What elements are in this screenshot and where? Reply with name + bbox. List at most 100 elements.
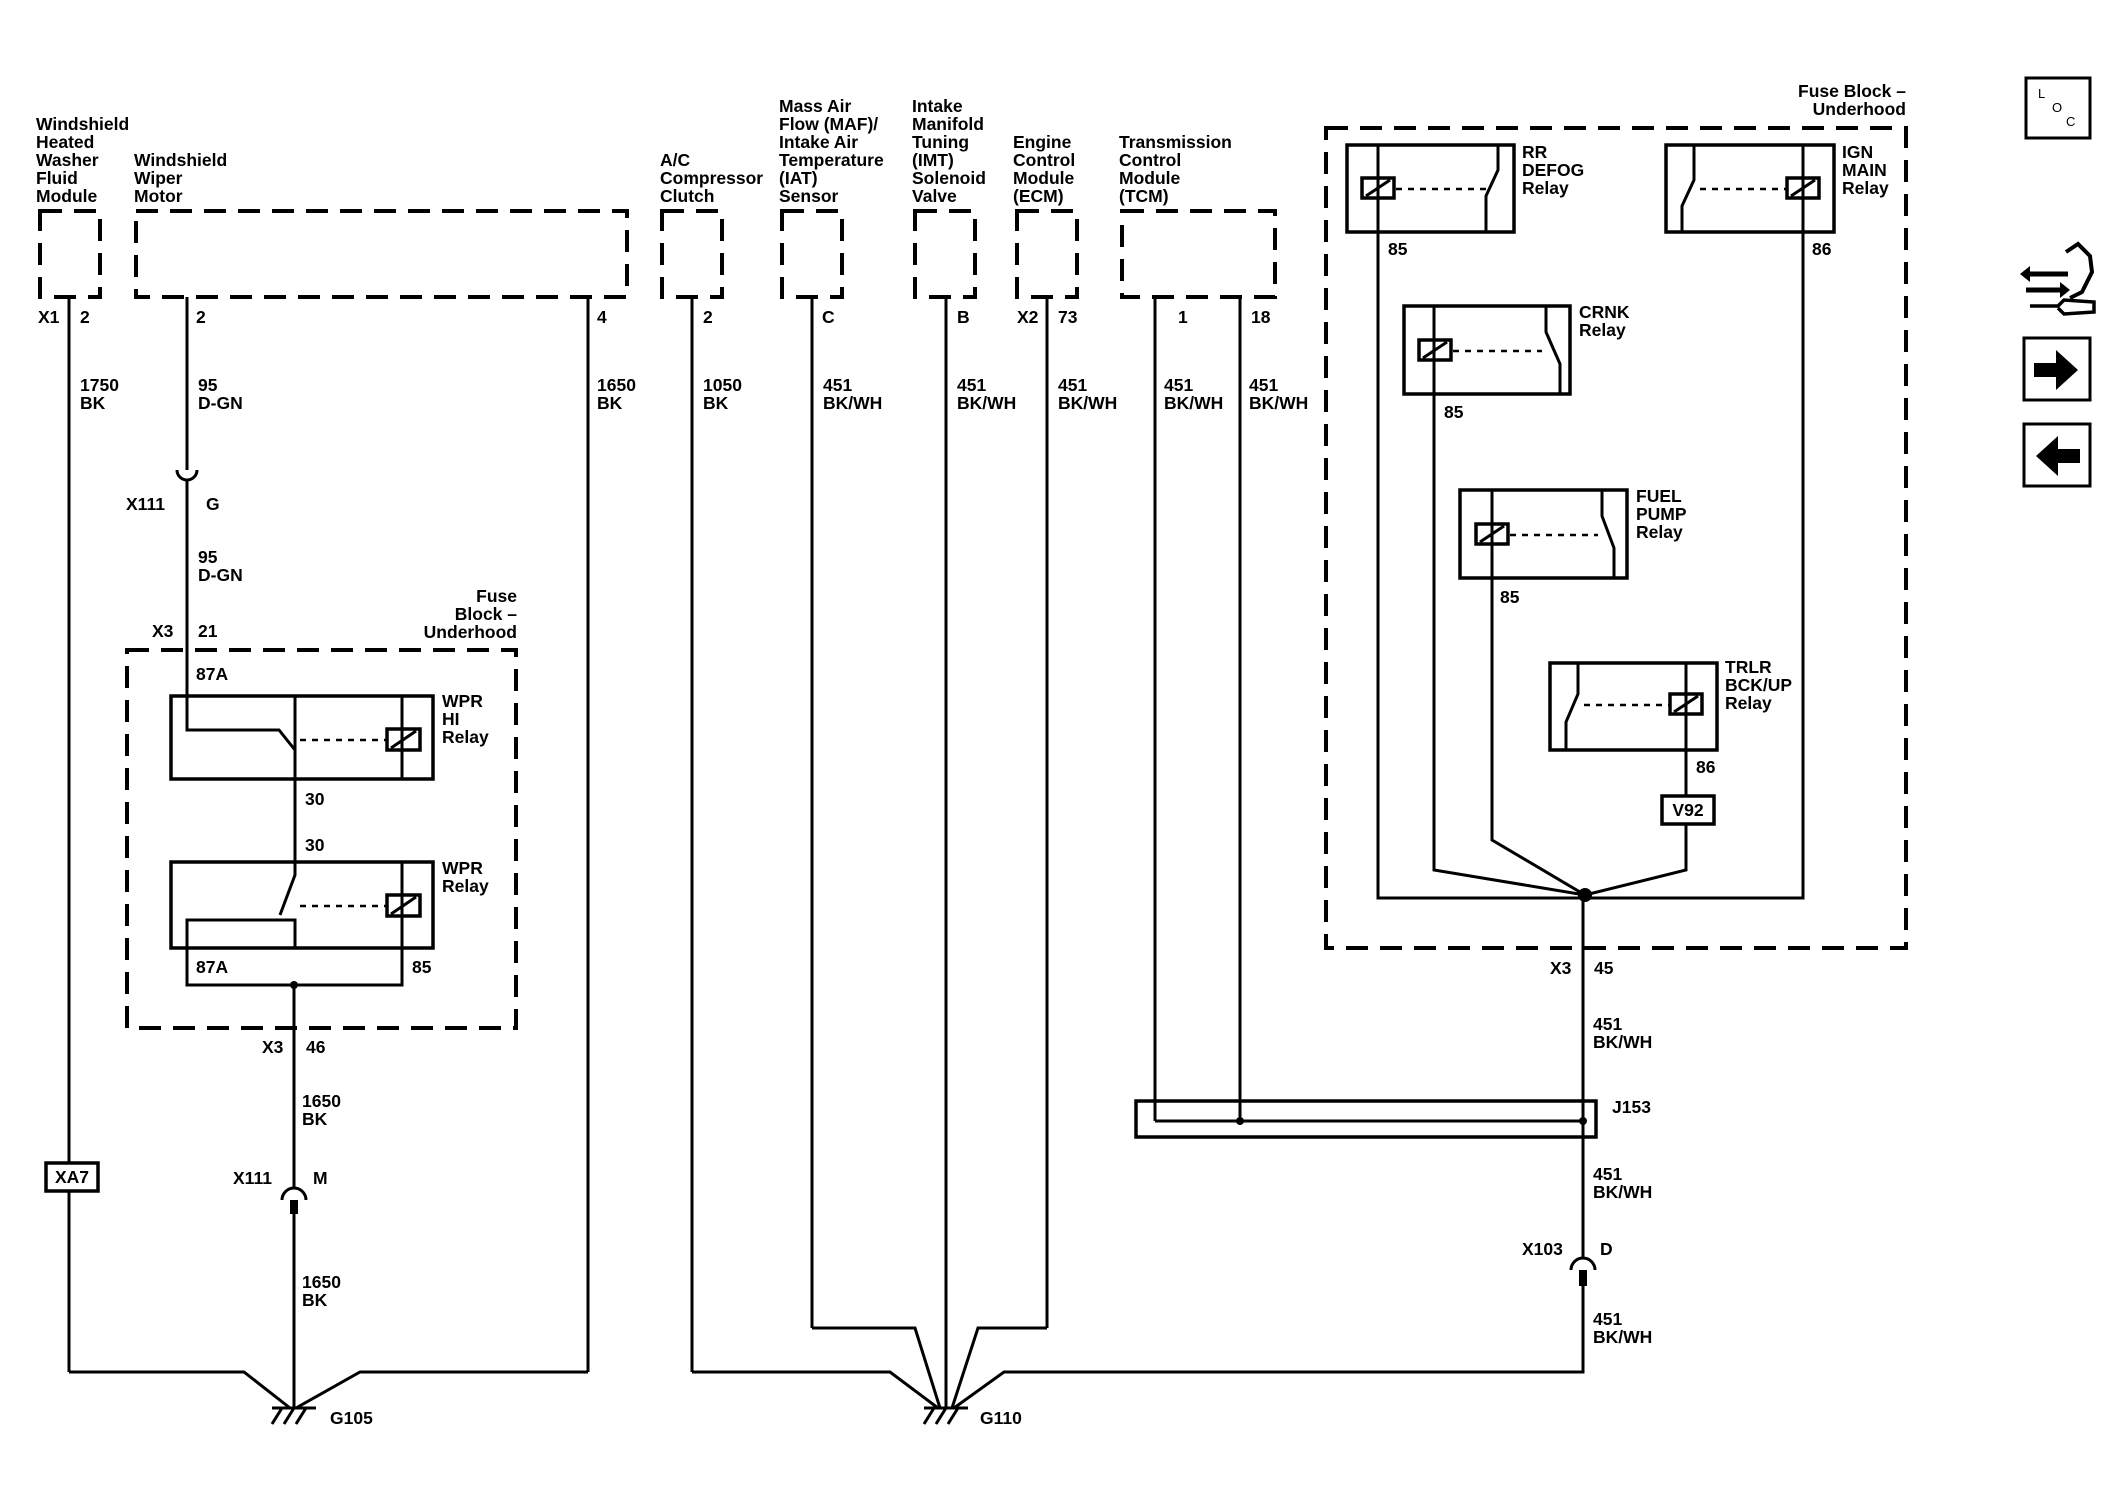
svg-text:RR: RR <box>1522 142 1548 162</box>
svg-text:451: 451 <box>823 375 852 395</box>
svg-text:Underhood: Underhood <box>1813 99 1906 119</box>
svg-text:BK: BK <box>302 1290 328 1310</box>
label-imt-valve: Intake Manifold Tuning (IMT) Solenoid Va… <box>912 96 986 206</box>
svg-text:X2: X2 <box>1017 307 1039 327</box>
crnk-relay-box <box>1402 304 1572 396</box>
pin-86-ign-main: 86 <box>1812 239 1832 259</box>
maf-sensor-box <box>780 209 844 299</box>
svg-text:Module: Module <box>1119 168 1181 188</box>
pin-30: 30 <box>305 835 325 855</box>
wpr-hi-coil <box>385 727 422 752</box>
ground-g105-label: G105 <box>330 1408 373 1428</box>
wire-fuel-pump-ground <box>1490 578 1586 897</box>
svg-text:1: 1 <box>1178 307 1188 327</box>
inline-xa7-label: XA7 <box>55 1167 89 1187</box>
rr-defog-relay-box <box>1345 143 1516 234</box>
svg-text:Compressor: Compressor <box>660 168 763 188</box>
loc-icon[interactable]: L O C <box>2024 76 2092 140</box>
wire-crnk-ground <box>1432 394 1586 897</box>
arrow-left-icon[interactable] <box>2022 422 2092 488</box>
svg-text:73: 73 <box>1058 307 1078 327</box>
svg-text:4: 4 <box>597 307 607 327</box>
tcm-box <box>1120 209 1277 299</box>
j153-dot-18 <box>1236 1117 1244 1125</box>
connector-x103-label: X103 <box>1522 1239 1563 1259</box>
washer-module-box <box>38 209 102 299</box>
arrow-right-icon[interactable] <box>2022 336 2092 402</box>
wpr-switch <box>185 918 297 948</box>
ign-main-coil-diag <box>1790 178 1816 198</box>
svg-text:Mass Air: Mass Air <box>779 96 851 116</box>
wire-to-g105-left <box>69 1370 291 1410</box>
wpr-coil <box>385 893 422 918</box>
fuel-pump-switch <box>1600 490 1616 578</box>
svg-text:Relay: Relay <box>1842 178 1889 198</box>
svg-text:PUMP: PUMP <box>1636 504 1687 524</box>
svg-text:BK/WH: BK/WH <box>957 393 1016 413</box>
label-wiper-motor: Windshield Wiper Motor <box>134 150 227 206</box>
svg-text:WPR: WPR <box>442 858 483 878</box>
connector-x103-d <box>1569 1256 1597 1271</box>
top-pin-labels: X1 2 2 4 2 C B X2 73 1 18 <box>38 307 1271 327</box>
wpr-hi-relay-box <box>169 694 435 781</box>
svg-text:(TCM): (TCM) <box>1119 186 1169 206</box>
svg-text:1650: 1650 <box>302 1272 341 1292</box>
connector-x103-pin <box>1579 1270 1587 1286</box>
svg-text:Block –: Block – <box>455 604 518 624</box>
svg-text:Intake: Intake <box>912 96 963 116</box>
svg-text:451: 451 <box>1593 1014 1622 1034</box>
svg-text:BK: BK <box>302 1109 328 1129</box>
svg-text:Intake Air: Intake Air <box>779 132 858 152</box>
ecm-box <box>1015 209 1079 299</box>
crnk-switch <box>1544 306 1562 394</box>
label-tcm: Transmission Control Module (TCM) <box>1119 132 1232 206</box>
crnk-coil <box>1417 338 1453 362</box>
ground-g105-icon <box>270 1406 316 1425</box>
wpr-relay-box <box>169 860 435 950</box>
svg-text:BK: BK <box>703 393 729 413</box>
pin-x3-left-top: X3 <box>152 621 174 641</box>
inline-v92-label: V92 <box>1672 800 1703 820</box>
wpr-hi-relay-label: WPR HI Relay <box>442 691 489 747</box>
wpr-hi-coil-diag <box>390 729 417 750</box>
svg-text:(ECM): (ECM) <box>1013 186 1064 206</box>
rr-defog-coil-diag <box>1365 178 1391 198</box>
connector-x111-m-label: X111 <box>233 1168 272 1188</box>
pin-85-crnk: 85 <box>1444 402 1464 422</box>
fuel-pump-relay-label: FUEL PUMP Relay <box>1636 486 1687 542</box>
pin-45: 45 <box>1594 958 1614 978</box>
wpr-switch-arm <box>278 862 297 916</box>
pin-85-fuel-pump: 85 <box>1500 587 1520 607</box>
component-view-icon[interactable] <box>2020 241 2096 316</box>
ign-main-switch <box>1680 145 1696 232</box>
svg-text:451: 451 <box>1593 1164 1622 1184</box>
pin-87a-hi: 87A <box>196 664 228 684</box>
wpr-relay-label: WPR Relay <box>442 858 489 896</box>
rr-defog-relay-label: RR DEFOG Relay <box>1522 142 1584 198</box>
svg-text:2: 2 <box>80 307 90 327</box>
svg-text:Relay: Relay <box>1522 178 1569 198</box>
connector-x111-pin-label: G <box>206 494 220 514</box>
svg-text:BK: BK <box>80 393 106 413</box>
label-washer-module: Windshield Heated Washer Fluid Module <box>36 114 129 206</box>
svg-text:BCK/UP: BCK/UP <box>1725 675 1792 695</box>
crnk-coil-diag <box>1422 340 1448 360</box>
wire-v92-ground <box>1584 824 1688 897</box>
svg-text:BK: BK <box>597 393 623 413</box>
svg-text:DEFOG: DEFOG <box>1522 160 1584 180</box>
label-fuse-block-left: Fuse Block – Underhood <box>424 586 518 642</box>
svg-text:A/C: A/C <box>660 150 691 170</box>
svg-text:451: 451 <box>1164 375 1193 395</box>
pin-x3-right: X3 <box>1550 958 1572 978</box>
fuel-pump-coil <box>1474 522 1510 546</box>
svg-text:D-GN: D-GN <box>198 393 243 413</box>
pin-86-trlr: 86 <box>1696 757 1716 777</box>
wiper-motor-box <box>134 209 629 299</box>
svg-text:Temperature: Temperature <box>779 150 884 170</box>
svg-text:CRNK: CRNK <box>1579 302 1630 322</box>
svg-text:(IMT): (IMT) <box>912 150 954 170</box>
svg-text:(IAT): (IAT) <box>779 168 818 188</box>
svg-text:95: 95 <box>198 375 218 395</box>
svg-text:WPR: WPR <box>442 691 483 711</box>
svg-text:X1: X1 <box>38 307 60 327</box>
